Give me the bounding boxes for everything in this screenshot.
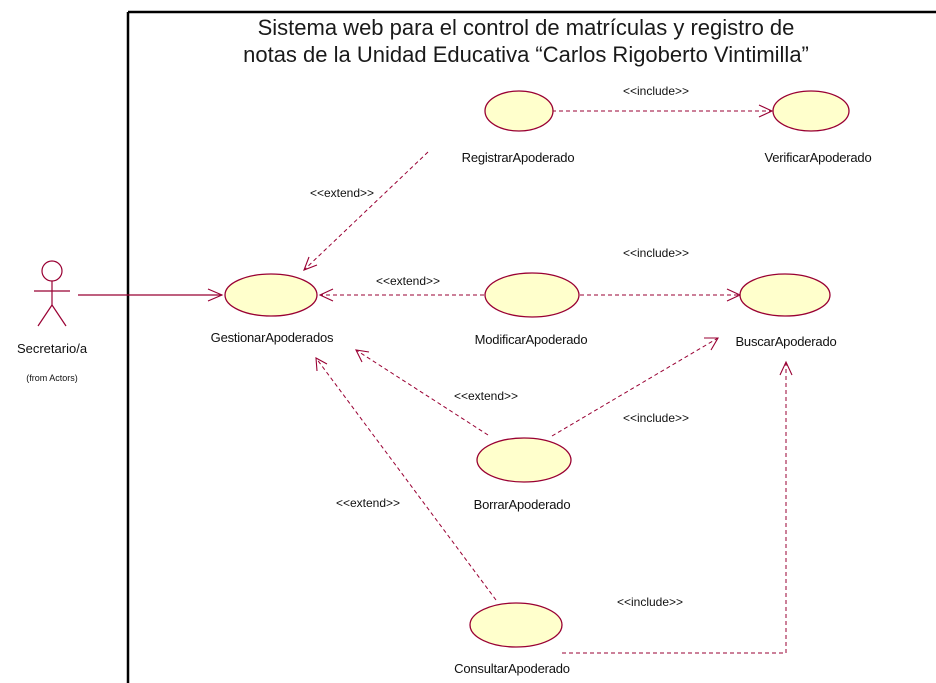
system-boundary (126, 10, 936, 683)
usecase-buscar-apoderado[interactable] (739, 273, 831, 317)
usecase-borrar-apoderado[interactable] (476, 437, 572, 483)
usecase-label-consultar: ConsultarApoderado (454, 661, 570, 676)
include-borrar-to-buscar (551, 337, 719, 437)
include-label-verificar: <<include>> (623, 84, 689, 98)
actor-origin: (from Actors) (26, 373, 78, 383)
extend-label-modificar: <<extend>> (376, 274, 440, 288)
usecase-consultar-apoderado[interactable] (469, 602, 563, 648)
extend-label-borrar: <<extend>> (454, 389, 518, 403)
include-label-modificar: <<include>> (623, 246, 689, 260)
association-actor-gestionar (78, 288, 224, 302)
usecase-label-modificar: ModificarApoderado (475, 332, 588, 347)
usecase-gestionar-apoderados[interactable] (224, 273, 318, 317)
usecase-label-gestionar: GestionarApoderados (211, 330, 334, 345)
actor-name: Secretario/a (17, 341, 88, 356)
usecase-label-buscar: BuscarApoderado (735, 334, 836, 349)
usecase-label-verificar: VerificarApoderado (765, 150, 872, 165)
include-registrar-to-verificar (552, 104, 774, 118)
usecase-label-registrar: RegistrarApoderado (462, 150, 575, 165)
extend-registrar-to-gestionar (303, 151, 429, 271)
usecase-verificar-apoderado[interactable] (772, 90, 850, 132)
diagram-title-line-1: Sistema web para el control de matrícula… (258, 15, 795, 40)
usecase-label-borrar: BorrarApoderado (474, 497, 571, 512)
include-consultar-to-buscar (562, 360, 793, 654)
include-label-consultar: <<include>> (617, 595, 683, 609)
extend-modificar-to-gestionar (318, 288, 484, 302)
include-modificar-to-buscar (580, 288, 742, 302)
extend-borrar-to-gestionar (355, 349, 489, 436)
extend-label-registrar: <<extend>> (310, 186, 374, 200)
usecase-registrar-apoderado[interactable] (484, 90, 554, 132)
actor-head (41, 260, 63, 282)
extend-label-consultar: <<extend>> (336, 496, 400, 510)
usecase-modificar-apoderado[interactable] (484, 272, 580, 318)
include-label-borrar: <<include>> (623, 411, 689, 425)
extend-consultar-to-gestionar (315, 357, 497, 601)
diagram-title-line-2: notas de la Unidad Educativa “Carlos Rig… (243, 42, 809, 67)
actor-secretario[interactable] (34, 260, 70, 327)
